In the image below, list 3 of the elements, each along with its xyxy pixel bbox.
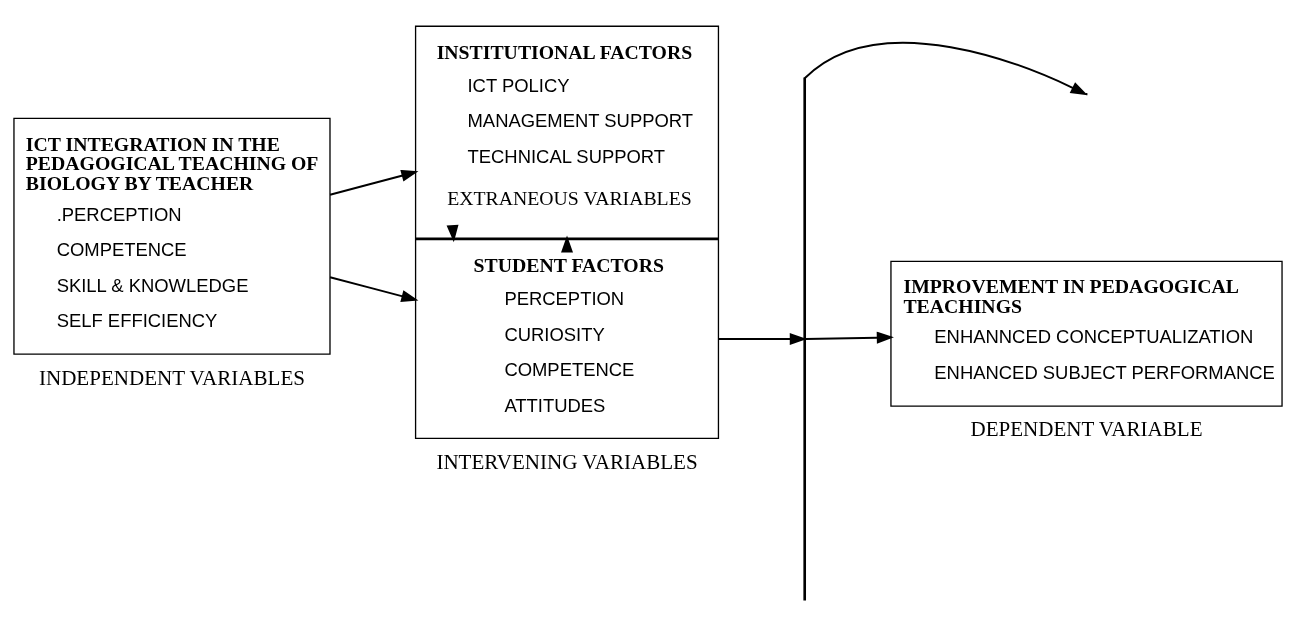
label: INDEPENDENT VARIABLES bbox=[38, 365, 305, 390]
label: INTERVENING VARIABLES bbox=[436, 449, 698, 474]
label: DEPENDENT VARIABLE bbox=[970, 416, 1203, 441]
